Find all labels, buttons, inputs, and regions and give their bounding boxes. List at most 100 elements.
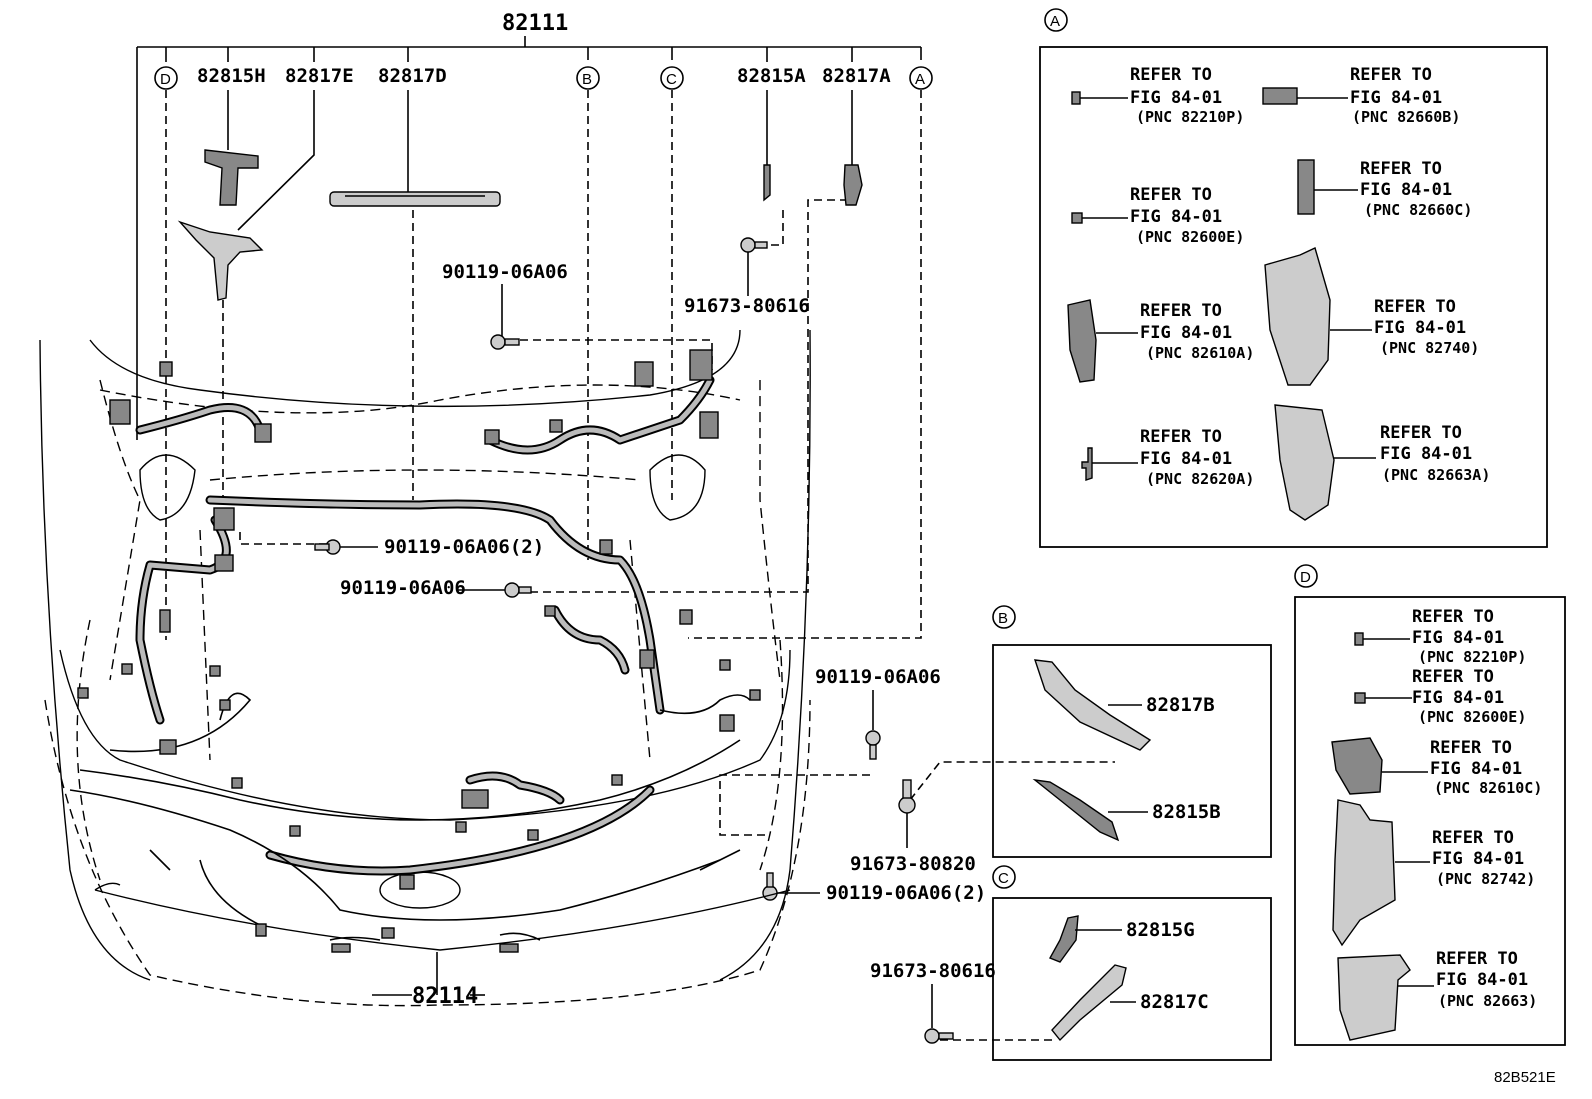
part-82815B-label: 82815B bbox=[1152, 801, 1221, 823]
a5-pnc: (PNC 82610A) bbox=[1146, 344, 1254, 362]
bolt-90119-06A06-2-left-label: 90119-06A06(2) bbox=[384, 536, 544, 558]
svg-text:B: B bbox=[998, 610, 1008, 627]
d4-pnc: (PNC 82742) bbox=[1436, 870, 1535, 888]
dashed-leaders bbox=[165, 90, 1115, 1041]
part-82815A bbox=[763, 90, 771, 202]
vehicle-body-outline bbox=[39, 329, 811, 1007]
a4-pnc: (PNC 82660C) bbox=[1364, 201, 1472, 219]
callout-circle-c: C bbox=[660, 66, 684, 90]
panel-d-callout: D bbox=[1294, 564, 1318, 588]
bolt-90119-06A06-2-right-label: 90119-06A06(2) bbox=[826, 882, 986, 904]
connector-82600E-icon bbox=[1071, 212, 1083, 224]
part-82817E bbox=[177, 90, 315, 301]
svg-text:A: A bbox=[1050, 13, 1060, 30]
bolt-90119-06A06-right-label: 90119-06A06 bbox=[815, 666, 941, 688]
panel-c-callout: C bbox=[992, 865, 1016, 889]
a4-fig: FIG 84-01 bbox=[1360, 180, 1452, 200]
a3-pnc: (PNC 82600E) bbox=[1136, 228, 1244, 246]
part-82817B-label: 82817B bbox=[1146, 694, 1215, 716]
a5-refer: REFER TO bbox=[1140, 301, 1222, 321]
a8-fig: FIG 84-01 bbox=[1380, 444, 1472, 464]
part-82111-label: 82111 bbox=[502, 11, 568, 36]
panel-a bbox=[1039, 46, 1548, 548]
a4-refer: REFER TO bbox=[1360, 159, 1442, 179]
d2-refer: REFER TO bbox=[1412, 667, 1494, 687]
part-82817D bbox=[329, 90, 501, 207]
d1-refer: REFER TO bbox=[1412, 607, 1494, 627]
junction-block-82610A-icon bbox=[1067, 299, 1097, 383]
part-82815H bbox=[204, 90, 259, 206]
engine-harness bbox=[69, 375, 751, 941]
bolt-90119-06A06-top bbox=[490, 334, 520, 350]
d4-refer: REFER TO bbox=[1432, 828, 1514, 848]
bolt-90119-06A06-top-label: 90119-06A06 bbox=[442, 261, 568, 283]
a6-pnc: (PNC 82740) bbox=[1380, 339, 1479, 357]
callout-circle-b: B bbox=[576, 66, 600, 90]
part-82815G-shape bbox=[1049, 915, 1079, 963]
d4-fig: FIG 84-01 bbox=[1432, 849, 1524, 869]
a1-fig: FIG 84-01 bbox=[1130, 88, 1222, 108]
a3-refer: REFER TO bbox=[1130, 185, 1212, 205]
d3-pnc: (PNC 82610C) bbox=[1434, 779, 1542, 797]
part-82817E-label: 82817E bbox=[285, 65, 354, 87]
callout-circle-a: A bbox=[909, 66, 933, 90]
a8-pnc: (PNC 82663A) bbox=[1382, 466, 1490, 484]
d5-refer: REFER TO bbox=[1436, 949, 1518, 969]
callout-circle-d: D bbox=[154, 66, 178, 90]
part-82114-label: 82114 bbox=[412, 984, 478, 1009]
cover-82663A-icon bbox=[1274, 404, 1335, 521]
relay-block-82740-icon bbox=[1264, 247, 1331, 386]
a5-fig: FIG 84-01 bbox=[1140, 323, 1232, 343]
part-82815A-label: 82815A bbox=[737, 65, 806, 87]
connector-d-82600E-icon bbox=[1354, 692, 1366, 704]
top-bracket bbox=[136, 36, 922, 440]
svg-text:D: D bbox=[160, 71, 171, 88]
a7-refer: REFER TO bbox=[1140, 427, 1222, 447]
panel-c bbox=[992, 897, 1272, 1061]
part-82815H-label: 82815H bbox=[197, 65, 266, 87]
svg-text:C: C bbox=[998, 870, 1009, 887]
bolt-91673-80616-bottom bbox=[924, 1028, 954, 1044]
d1-pnc: (PNC 82210P) bbox=[1418, 648, 1526, 666]
connector-d-82210P-icon bbox=[1354, 632, 1364, 646]
a3-fig: FIG 84-01 bbox=[1130, 207, 1222, 227]
bolt-90119-06A06-mid-label: 90119-06A06 bbox=[340, 577, 466, 599]
part-82817A-label: 82817A bbox=[822, 65, 891, 87]
d5-pnc: (PNC 82663) bbox=[1438, 992, 1537, 1010]
relay-block-82742-icon bbox=[1332, 799, 1396, 947]
a1-refer: REFER TO bbox=[1130, 65, 1212, 85]
d3-fig: FIG 84-01 bbox=[1430, 759, 1522, 779]
harness-connectors bbox=[77, 349, 761, 953]
a1-pnc: (PNC 82210P) bbox=[1136, 108, 1244, 126]
d3-refer: REFER TO bbox=[1430, 738, 1512, 758]
figure-code: 82B521E bbox=[1494, 1069, 1556, 1086]
a7-pnc: (PNC 82620A) bbox=[1146, 470, 1254, 488]
part-82817B-shape bbox=[1033, 659, 1152, 751]
panel-d bbox=[1294, 596, 1566, 1046]
svg-text:D: D bbox=[1300, 569, 1311, 586]
bolt-91673-80616-top bbox=[740, 237, 768, 253]
bolt-90119-06A06-2-left bbox=[314, 539, 378, 555]
bolt-91673-80820-label: 91673-80820 bbox=[850, 853, 976, 875]
junction-block-82610C-icon bbox=[1331, 737, 1383, 795]
a8-refer: REFER TO bbox=[1380, 423, 1462, 443]
connector-82660C-icon bbox=[1297, 159, 1315, 215]
svg-text:B: B bbox=[582, 71, 592, 88]
bolt-90119-06A06-mid bbox=[458, 582, 532, 598]
d5-fig: FIG 84-01 bbox=[1436, 970, 1528, 990]
d2-pnc: (PNC 82600E) bbox=[1418, 708, 1526, 726]
a2-pnc: (PNC 82660B) bbox=[1352, 108, 1460, 126]
panel-a-callout: A bbox=[1044, 8, 1068, 32]
a2-fig: FIG 84-01 bbox=[1350, 88, 1442, 108]
part-82817A bbox=[843, 90, 863, 206]
panel-b bbox=[992, 644, 1272, 858]
bolt-91673-80616-bottom-label: 91673-80616 bbox=[870, 960, 996, 982]
a6-refer: REFER TO bbox=[1374, 297, 1456, 317]
cover-82663-icon bbox=[1337, 954, 1411, 1041]
bolt-91673-80820 bbox=[898, 779, 916, 848]
panel-b-callout: B bbox=[992, 605, 1016, 629]
a2-refer: REFER TO bbox=[1350, 65, 1432, 85]
connector-82620A-icon bbox=[1081, 447, 1093, 481]
connector-82660B-icon bbox=[1262, 87, 1298, 105]
